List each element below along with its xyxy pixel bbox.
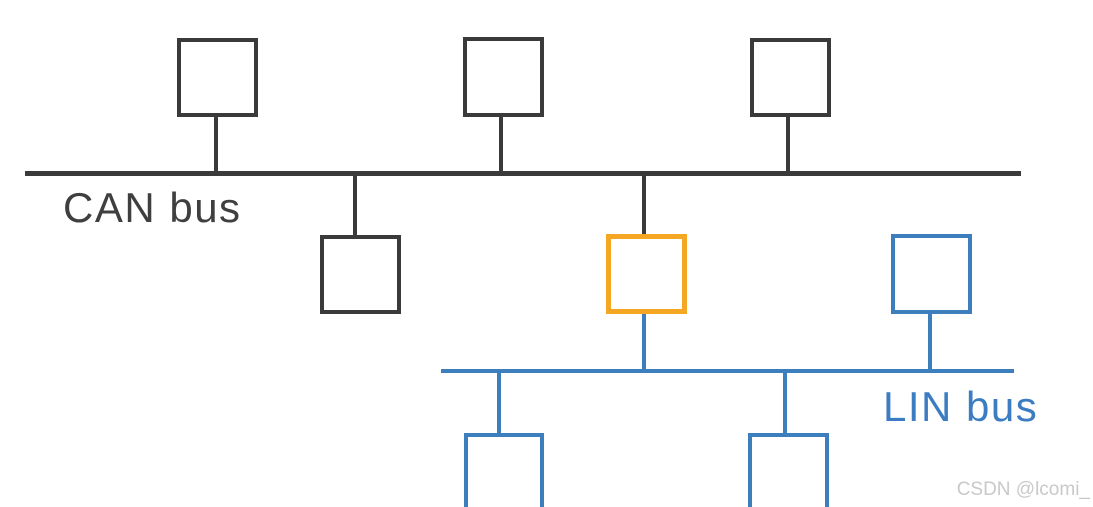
gateway-stem-top xyxy=(642,174,646,236)
can-node-2 xyxy=(463,37,544,117)
can-node-1-stem xyxy=(214,116,218,173)
lin-bus-line xyxy=(441,369,1014,373)
can-bus-label: CAN bus xyxy=(63,184,242,231)
lin-node-2-stem xyxy=(497,371,501,435)
can-bus-line xyxy=(25,171,1021,176)
watermark: CSDN @lcomi_ xyxy=(956,479,1090,500)
can-node-3-stem xyxy=(786,117,790,173)
can-node-4-stem xyxy=(353,174,357,237)
lin-node-3 xyxy=(748,433,829,507)
gateway-stem-bottom xyxy=(642,312,646,371)
can-node-1 xyxy=(177,38,258,117)
can-node-3 xyxy=(750,38,831,117)
lin-node-3-stem xyxy=(783,371,787,435)
lin-bus-label: LIN bus xyxy=(883,383,1039,430)
gateway-node xyxy=(606,234,687,314)
can-node-2-stem xyxy=(499,117,503,173)
lin-node-1-stem xyxy=(928,312,932,371)
lin-node-2 xyxy=(464,433,544,507)
can-node-4 xyxy=(320,235,401,314)
lin-node-1 xyxy=(891,234,972,314)
